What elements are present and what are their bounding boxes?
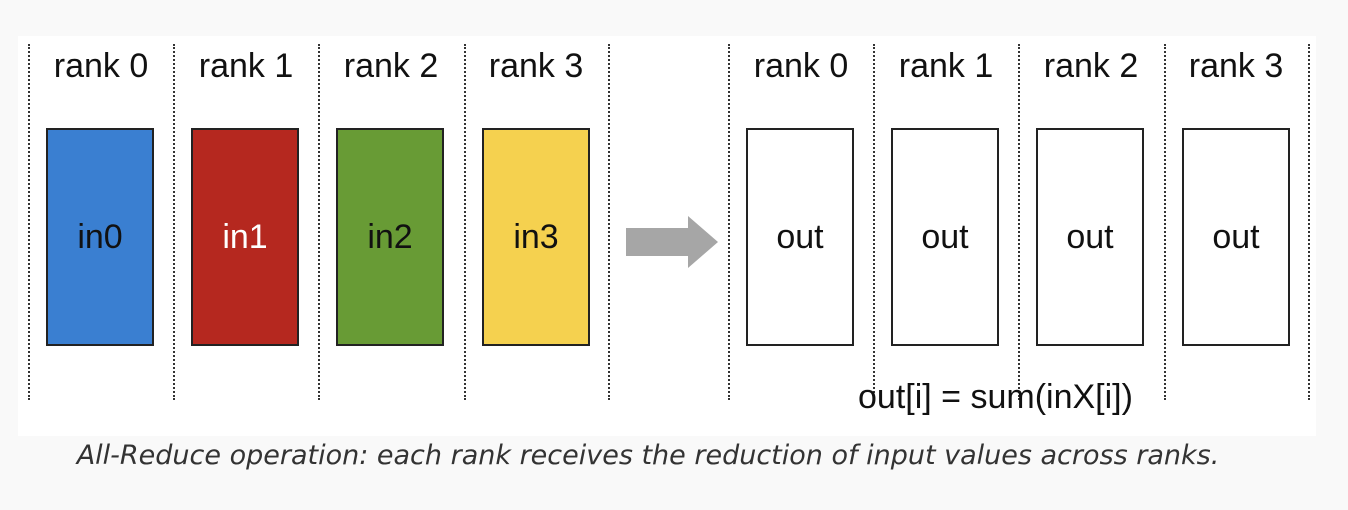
input-rank-label: rank 3 [488,47,584,85]
reduce-arrow-icon [626,216,718,268]
rank-separator [1308,44,1310,400]
input-buffer-label: in2 [367,217,413,256]
output-rank-label: rank 0 [753,47,849,85]
figure-caption: All-Reduce operation: each rank receives… [76,440,1220,471]
input-buffer-label: in3 [513,217,559,256]
input-rank-label: rank 1 [198,47,294,85]
rank-separator [28,44,30,400]
output-buffer: out [1036,128,1144,346]
input-buffer-in1: in1 [191,128,299,346]
input-buffer-in0: in0 [46,128,154,346]
rank-separator [173,44,175,400]
input-buffer-label: in0 [77,217,123,256]
output-buffer: out [891,128,999,346]
rank-separator [1164,44,1166,400]
input-rank-label: rank 2 [343,47,439,85]
all-reduce-diagram: rank 0 rank 1 rank 2 rank 3 in0 in1 in2 … [18,36,1316,436]
reduction-formula: out[i] = sum(inX[i]) [858,378,1133,416]
output-rank-label: rank 3 [1188,47,1284,85]
input-buffer-in3: in3 [482,128,590,346]
input-buffer-in2: in2 [336,128,444,346]
rank-separator [1018,44,1020,400]
rank-separator [873,44,875,400]
output-buffer: out [1182,128,1290,346]
output-buffer-label: out [776,217,824,256]
input-buffer-label: in1 [222,217,268,256]
output-buffer-label: out [1066,217,1114,256]
output-buffer: out [746,128,854,346]
output-rank-label: rank 1 [898,47,994,85]
input-rank-label: rank 0 [53,47,149,85]
output-rank-label: rank 2 [1043,47,1139,85]
rank-separator [728,44,730,400]
rank-separator [318,44,320,400]
output-buffer-label: out [921,217,969,256]
rank-separator [608,44,610,400]
rank-separator [464,44,466,400]
output-buffer-label: out [1212,217,1260,256]
